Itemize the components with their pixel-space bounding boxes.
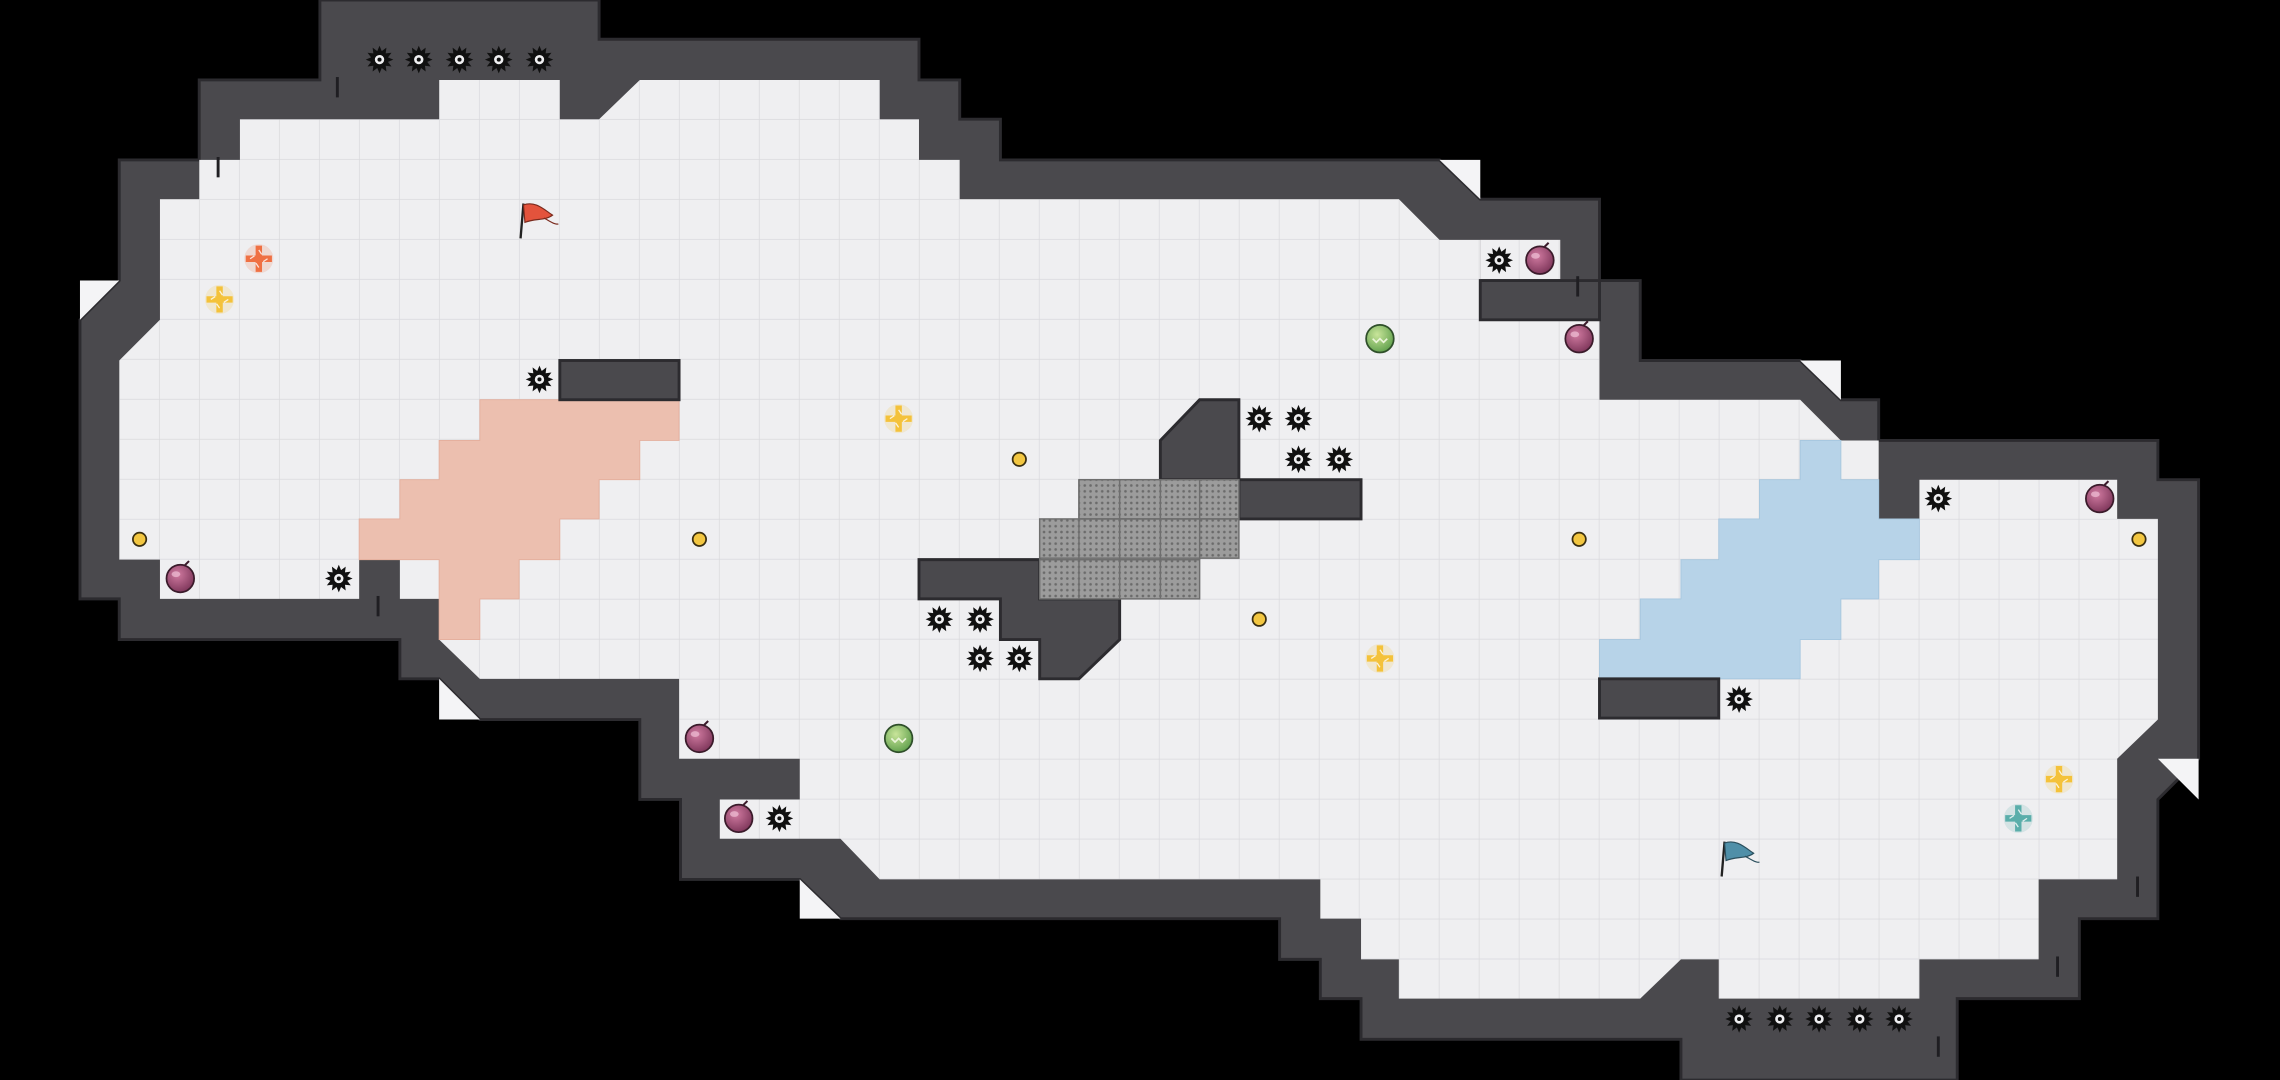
powerup-icon — [2003, 803, 2033, 833]
metal-grate-block — [1038, 478, 1240, 600]
coin-icon — [132, 531, 148, 547]
powerup-icon — [244, 244, 274, 274]
spike-icon — [445, 45, 474, 74]
blue-team-zone — [1599, 440, 1920, 680]
spike-icon — [1845, 1005, 1874, 1033]
spike-icon — [925, 605, 954, 634]
powerup-icon — [1365, 643, 1395, 674]
bomb-layer — [165, 242, 2115, 834]
bomb-icon — [1525, 242, 1555, 275]
blue-flag-icon[interactable] — [1720, 841, 1760, 877]
powerup-icon — [205, 284, 235, 314]
red-flag-icon[interactable] — [519, 203, 559, 239]
spike-icon — [966, 644, 994, 673]
powerup-icon — [884, 404, 914, 434]
spike-icon — [1725, 1005, 1753, 1033]
spike-icon — [324, 564, 353, 593]
interior-walls — [558, 279, 1721, 720]
gem-icon — [1365, 324, 1395, 354]
coin-icon — [2131, 531, 2147, 547]
red-team-zone — [358, 399, 680, 641]
coin-icon — [691, 531, 707, 547]
bomb-icon — [684, 720, 715, 754]
coin-icon — [1251, 611, 1267, 627]
bomb-icon — [723, 800, 754, 834]
spike-icon — [765, 804, 794, 833]
gem-layer — [883, 324, 1395, 754]
spike-icon — [1284, 445, 1313, 474]
spike-icon — [1485, 246, 1513, 275]
spike-icon — [1766, 1005, 1794, 1033]
spike-icon — [1005, 644, 1034, 673]
spike-icon — [1725, 685, 1753, 713]
powerup-layer — [205, 244, 2074, 833]
spike-icon — [1885, 1005, 1913, 1033]
bomb-icon — [1564, 320, 1594, 354]
coin-icon — [1571, 531, 1587, 547]
spike-icon — [484, 45, 513, 74]
coin-icon — [1011, 451, 1027, 467]
bomb-icon — [2085, 480, 2115, 514]
spike-icon — [1924, 484, 1953, 513]
coin-layer — [132, 451, 2147, 627]
spike-icon — [525, 365, 554, 394]
spike-icon — [1325, 445, 1354, 474]
bomb-icon — [165, 560, 195, 594]
spike-icon — [1245, 404, 1274, 433]
spike-icon — [1284, 404, 1313, 433]
spike-icon — [404, 45, 433, 74]
spike-icon — [365, 45, 394, 74]
spike-icon — [525, 45, 554, 74]
spike-layer — [324, 45, 1953, 1033]
spike-icon — [1805, 1005, 1833, 1033]
gem-icon — [883, 723, 914, 754]
powerup-icon — [2044, 764, 2074, 794]
wall-nubs — [216, 77, 2139, 1057]
spike-icon — [966, 605, 994, 634]
